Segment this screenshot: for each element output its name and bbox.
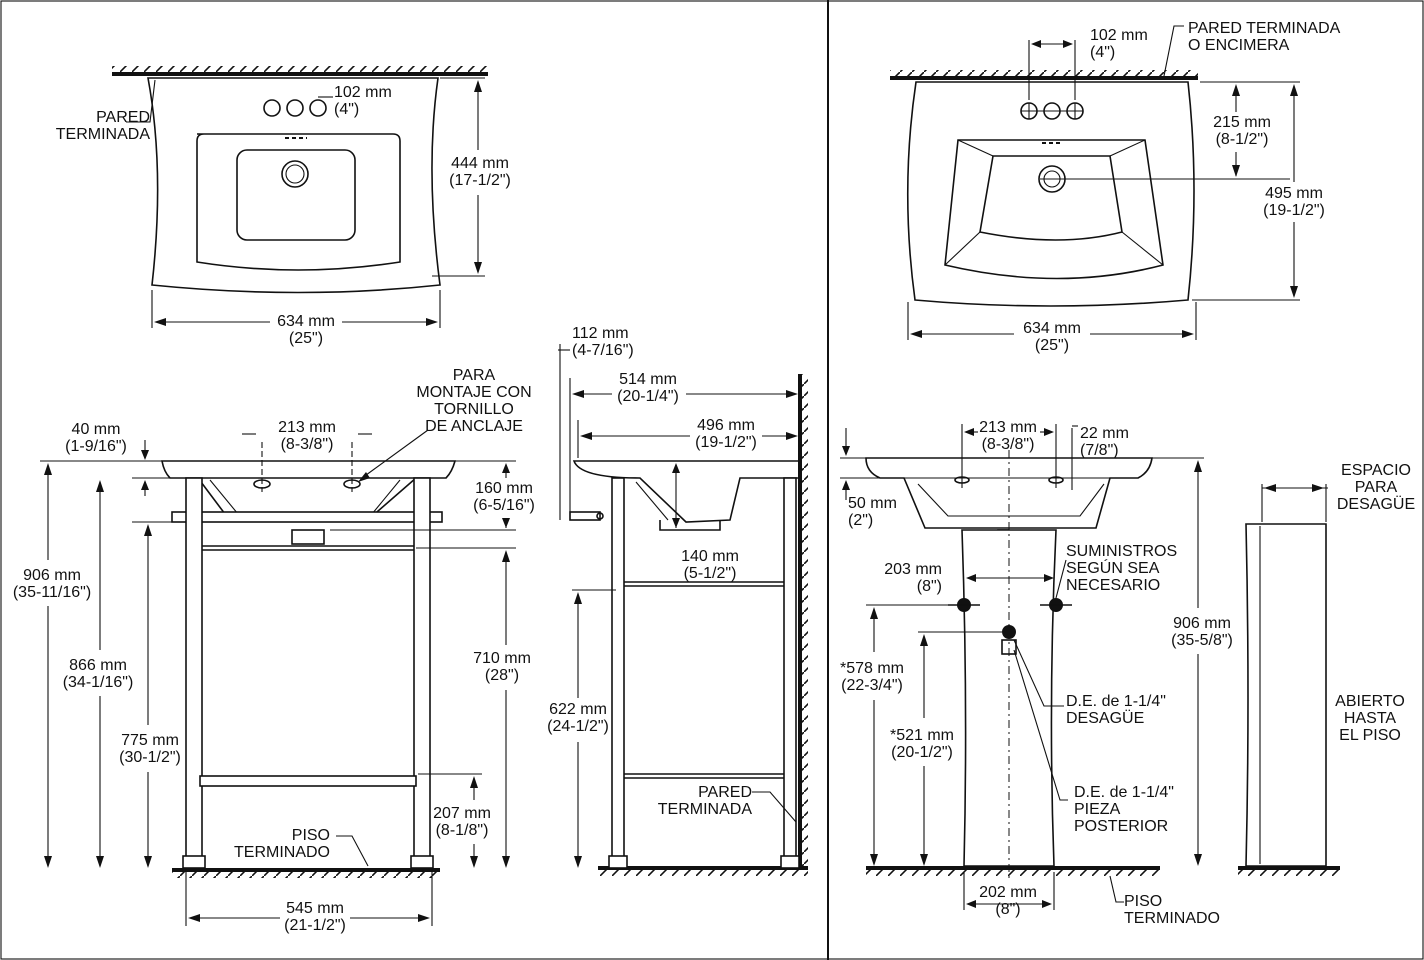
front-hole-spacing-label: 213 mm(8-3/8")	[278, 419, 336, 453]
supplies-height-label: *578 mm(22-3/4")	[840, 660, 904, 694]
hole-size-label: 22 mm(7/8")	[1080, 425, 1129, 459]
bowl-outline	[236, 149, 356, 241]
base-width-label: 202 mm(8")	[979, 884, 1037, 918]
lower-shelf	[199, 775, 417, 787]
drain-outlet-icon	[1002, 625, 1016, 639]
drain-offset-label: 140 mm(5-1/2")	[681, 548, 739, 582]
pedestal-hole-spacing-label: 102 mm(4")	[1090, 27, 1148, 61]
bowl-depth-label: 160 mm(6-5/16")	[473, 480, 535, 514]
faucet-hole-center-icon	[286, 99, 304, 117]
height-866-label: 866 mm(34-1/16")	[63, 657, 134, 691]
height-775-label: 775 mm(30-1/2")	[119, 732, 181, 766]
pedestal-total-height-label: 906 mm(35-5/8")	[1171, 615, 1233, 649]
faucet-hole-right-icon	[309, 99, 327, 117]
plan-view-left	[112, 66, 488, 328]
width-label: 634 mm(25")	[277, 313, 335, 347]
leg-spacing-label: 545 mm(21-1/2")	[284, 900, 346, 934]
depth-label: 444 mm(17-1/2")	[449, 155, 511, 189]
rim-thickness-label: 40 mm(1-9/16")	[65, 421, 127, 455]
front-view-left	[40, 429, 516, 926]
rim-label: 50 mm(2")	[848, 495, 897, 529]
side-view-right	[1238, 484, 1340, 876]
side-view-left	[558, 344, 808, 876]
leg-right	[413, 477, 431, 867]
shelf-height-label: 207 mm(8-1/8")	[433, 805, 491, 839]
front-view-right	[840, 424, 1204, 910]
drain-trap	[291, 529, 325, 545]
faucet-hole-left-icon	[263, 99, 281, 117]
drain-from-wall-label: 215 mm(8-1/2")	[1213, 114, 1271, 148]
overflow-offset-label: 112 mm(4-7/16")	[572, 325, 634, 359]
pedestal-basin-outline	[906, 81, 1195, 307]
side-basin	[572, 460, 801, 523]
basin-outline	[147, 77, 441, 294]
drain-note: D.E. de 1-1/4"DESAGÜE	[1066, 693, 1166, 727]
drain-height-label: *521 mm(20-1/2")	[890, 727, 954, 761]
height-710-label: 710 mm(28")	[473, 650, 531, 684]
hole-spacing-label: 102 mm(4")	[334, 84, 392, 118]
overall-depth-label: 514 mm(20-1/4")	[617, 371, 679, 405]
pedestal-width-label: 634 mm(25")	[1023, 320, 1081, 354]
basin-rim	[161, 460, 457, 479]
plan-view-right	[890, 25, 1300, 340]
height-622-label: 622 mm(24-1/2")	[547, 701, 609, 735]
leg-depth-label: 496 mm(19-1/2")	[695, 417, 757, 451]
leg-left	[185, 477, 203, 867]
pedestal-side-profile	[1245, 523, 1327, 867]
pedestal-depth-label: 495 mm(19-1/2")	[1263, 185, 1325, 219]
drain-icon	[281, 160, 309, 188]
supplies-spacing-label: 203 mm(8")	[884, 561, 942, 595]
total-height-label: 906 mm(35-11/16")	[13, 567, 91, 601]
pedestal-front-hole-spacing-label: 213 mm(8-3/8")	[979, 419, 1037, 453]
towel-bar	[171, 511, 443, 523]
